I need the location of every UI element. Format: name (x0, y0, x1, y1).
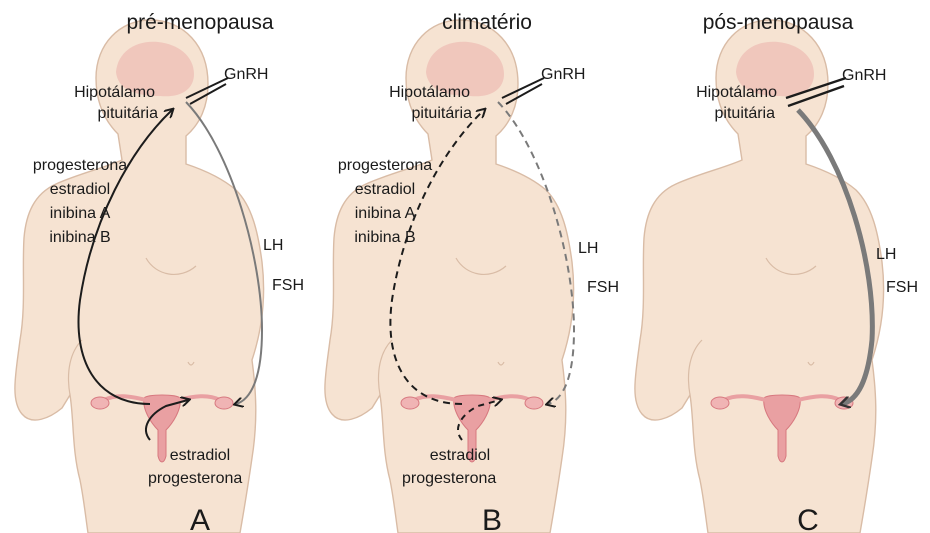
panel-letter: B (482, 504, 502, 533)
lh-label: LH (876, 246, 896, 263)
local-hormone-label: estradiol (170, 447, 230, 464)
gnrh-label: GnRH (224, 66, 268, 83)
panel-b: climatério GnRH Hipotálamo pituitária pr… (325, 11, 619, 533)
hypothalamus-label: Hipotálamo (696, 84, 777, 101)
local-hormone-label: estradiol (430, 447, 490, 464)
hypothalamus-label: Hipotálamo (389, 84, 470, 101)
ovary-hormone-label: inibina B (49, 229, 110, 246)
panel-title: pós-menopausa (703, 11, 854, 34)
panel-c: pós-menopausa GnRH Hipotálamo pituitária… (635, 11, 918, 533)
pituitary-label: pituitária (715, 105, 776, 122)
ovary-hormone-label: inibina A (355, 205, 416, 222)
panel-a: pré-menopausa GnRH Hipotálamo pituitária… (15, 11, 304, 533)
fsh-label: FSH (886, 279, 918, 296)
lh-label: LH (578, 240, 598, 257)
ovary-hormone-label: estradiol (355, 181, 415, 198)
ovary-hormone-label: progesterona (33, 157, 127, 174)
hypothalamus-label: Hipotálamo (74, 84, 155, 101)
panel-title: climatério (442, 11, 532, 34)
panel-title: pré-menopausa (126, 11, 273, 34)
fsh-label: FSH (272, 277, 304, 294)
local-hormone-label: progesterona (148, 470, 242, 487)
lh-label: LH (263, 237, 283, 254)
gnrh-label: GnRH (842, 67, 886, 84)
ovary-hormone-label: estradiol (50, 181, 110, 198)
ovary-hormone-label: progesterona (338, 157, 432, 174)
panel-letter: A (190, 504, 210, 533)
gnrh-label: GnRH (541, 66, 585, 83)
pituitary-label: pituitária (98, 105, 159, 122)
panel-letter: C (797, 504, 819, 533)
fsh-label: FSH (587, 279, 619, 296)
pituitary-label: pituitária (412, 105, 473, 122)
local-hormone-label: progesterona (402, 470, 496, 487)
